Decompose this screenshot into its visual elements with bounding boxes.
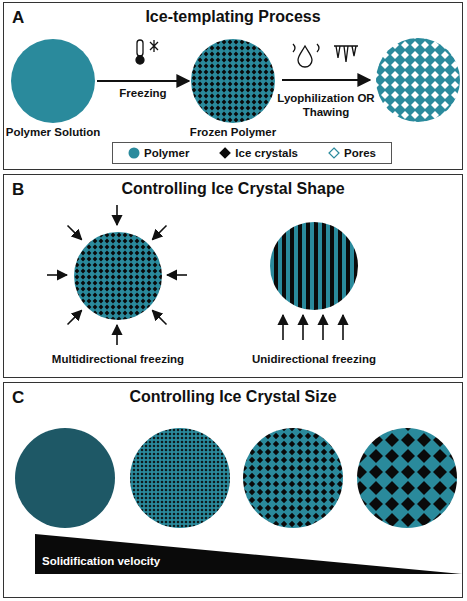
legend-text: Pores (344, 147, 376, 159)
arrow (342, 315, 344, 340)
legend-item: Ice crystals (219, 147, 298, 159)
panel-letter: B (12, 180, 24, 200)
legend-swatch (220, 148, 230, 158)
arrow (116, 325, 118, 345)
sample-circle: Frozen Polymer (191, 39, 275, 123)
panel-letter: A (12, 8, 24, 28)
freezing-direction-arrows (47, 205, 187, 345)
legend-swatch (128, 148, 139, 159)
legend-item: Polymer (128, 147, 189, 159)
polymer-circle (191, 39, 275, 123)
polymer-circle (270, 222, 358, 310)
arrow (47, 274, 67, 276)
arrow (302, 315, 304, 340)
thermometer-icon (136, 40, 158, 64)
legend: Polymer Ice crystals Pores (112, 142, 392, 164)
process-arrow (282, 79, 370, 81)
sample-circle: Polymer Solution (11, 39, 95, 123)
arrow (167, 274, 187, 276)
sample-circle: Unidirectional freezing (270, 222, 358, 310)
arrow (68, 310, 82, 324)
panel: B Controlling Ice Crystal ShapeMultidirec… (3, 174, 463, 378)
pore-size-circle (357, 428, 457, 528)
circle-label: Polymer Solution (6, 126, 101, 138)
arrow (152, 226, 166, 240)
arrow (116, 205, 118, 225)
circle-outline (191, 39, 275, 123)
legend-text: Polymer (144, 147, 189, 159)
circle-outline (11, 39, 95, 123)
polymer-circle (74, 232, 162, 320)
process-label: Lyophilization OR Thawing (276, 92, 376, 120)
legend-swatch (219, 147, 231, 159)
freezing-direction-arrows (283, 315, 343, 340)
panel-title: Ice-templating Process (145, 8, 320, 26)
edge-label: Freezing (117, 87, 168, 99)
circle-label: Multidirectional freezing (52, 353, 184, 365)
circle-label: Unidirectional freezing (252, 353, 376, 365)
arrow (282, 315, 284, 340)
circle-outline (270, 222, 358, 310)
pore-size-circle (15, 428, 115, 528)
legend-swatch (328, 147, 340, 159)
arrow (68, 226, 82, 240)
legend-swatch (128, 147, 140, 159)
legend-item: Pores (328, 147, 376, 159)
arrow (152, 310, 166, 324)
panel-title: Controlling Ice Crystal Size (129, 388, 336, 406)
pore-size-circle (130, 428, 230, 528)
polymer-circle (11, 39, 95, 123)
process-arrow (97, 80, 189, 82)
circle-label: Frozen Polymer (190, 126, 276, 138)
panel-title: Controlling Ice Crystal Shape (121, 180, 344, 198)
legend-text: Ice crystals (235, 147, 298, 159)
sample-circle: Multidirectional freezing (74, 232, 162, 320)
legend-swatch (329, 148, 339, 158)
panel-letter: C (12, 388, 24, 408)
porous-scaffold (376, 38, 460, 122)
pore-size-circle (243, 428, 343, 528)
velocity-wedge (35, 534, 462, 574)
axis-label: Solidification velocity (42, 555, 160, 569)
lyophilization-icon (293, 44, 319, 67)
circle-outline (74, 232, 162, 320)
thawing-icon (334, 46, 358, 62)
arrow (322, 315, 324, 340)
